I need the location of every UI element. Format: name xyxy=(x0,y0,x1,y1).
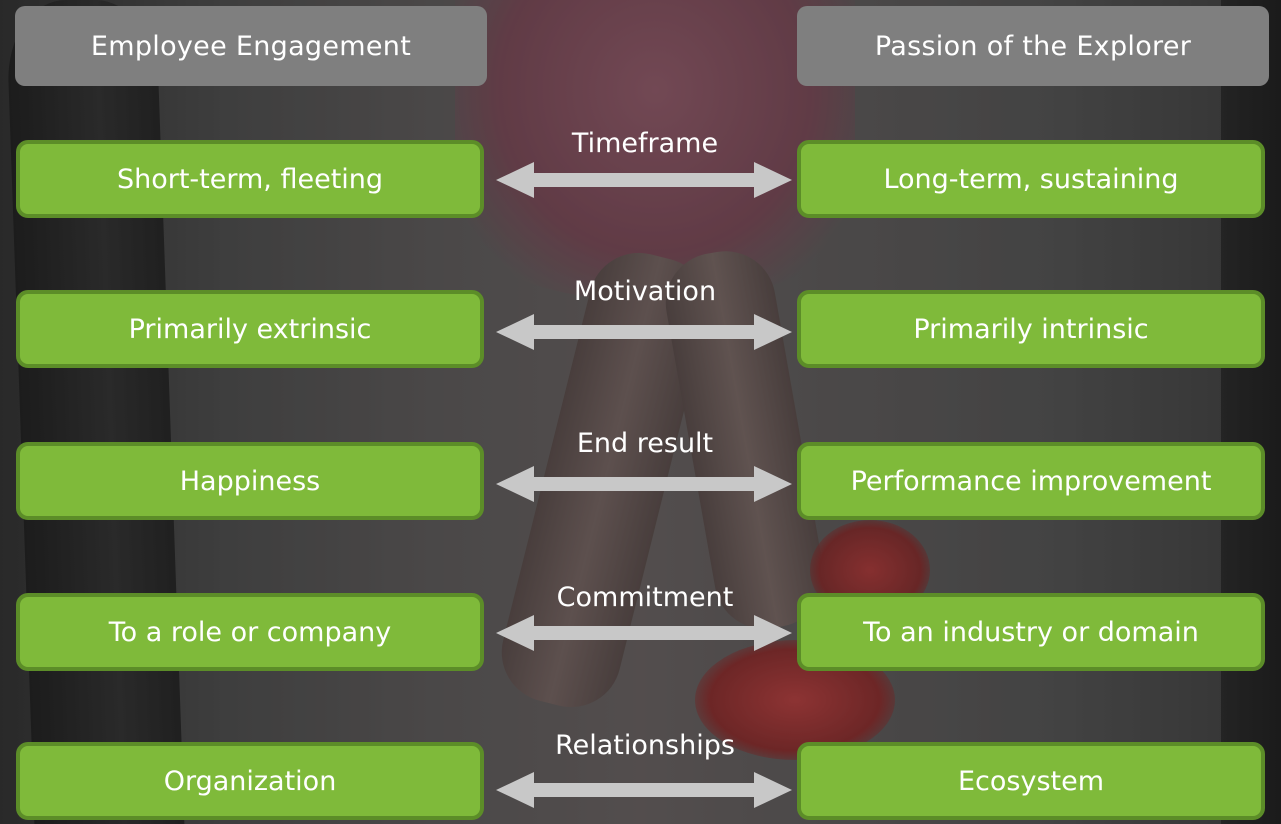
left-box-relationships: Organization xyxy=(16,742,484,820)
background-shorts xyxy=(455,0,855,300)
double-headed-arrow-icon xyxy=(496,466,792,502)
background-edge-right xyxy=(1221,0,1281,824)
double-headed-arrow-icon xyxy=(496,162,792,198)
label-relationships: Relationships xyxy=(555,730,735,761)
right-box-relationships: Ecosystem xyxy=(797,742,1265,820)
label-timeframe: Timeframe xyxy=(571,128,719,159)
label-end-result: End result xyxy=(576,428,714,459)
label-motivation: Motivation xyxy=(573,276,717,307)
header-passion-of-explorer: Passion of the Explorer xyxy=(797,6,1269,86)
left-box-timeframe: Short-term, fleeting xyxy=(16,140,484,218)
right-box-timeframe: Long-term, sustaining xyxy=(797,140,1265,218)
right-box-commitment: To an industry or domain xyxy=(797,593,1265,671)
left-box-motivation: Primarily extrinsic xyxy=(16,290,484,368)
double-headed-arrow-icon xyxy=(496,772,792,808)
label-commitment: Commitment xyxy=(556,582,734,613)
header-employee-engagement: Employee Engagement xyxy=(15,6,487,86)
right-box-motivation: Primarily intrinsic xyxy=(797,290,1265,368)
double-headed-arrow-icon xyxy=(496,615,792,651)
double-headed-arrow-icon xyxy=(496,314,792,350)
left-box-commitment: To a role or company xyxy=(16,593,484,671)
right-box-end-result: Performance improvement xyxy=(797,442,1265,520)
left-box-end-result: Happiness xyxy=(16,442,484,520)
